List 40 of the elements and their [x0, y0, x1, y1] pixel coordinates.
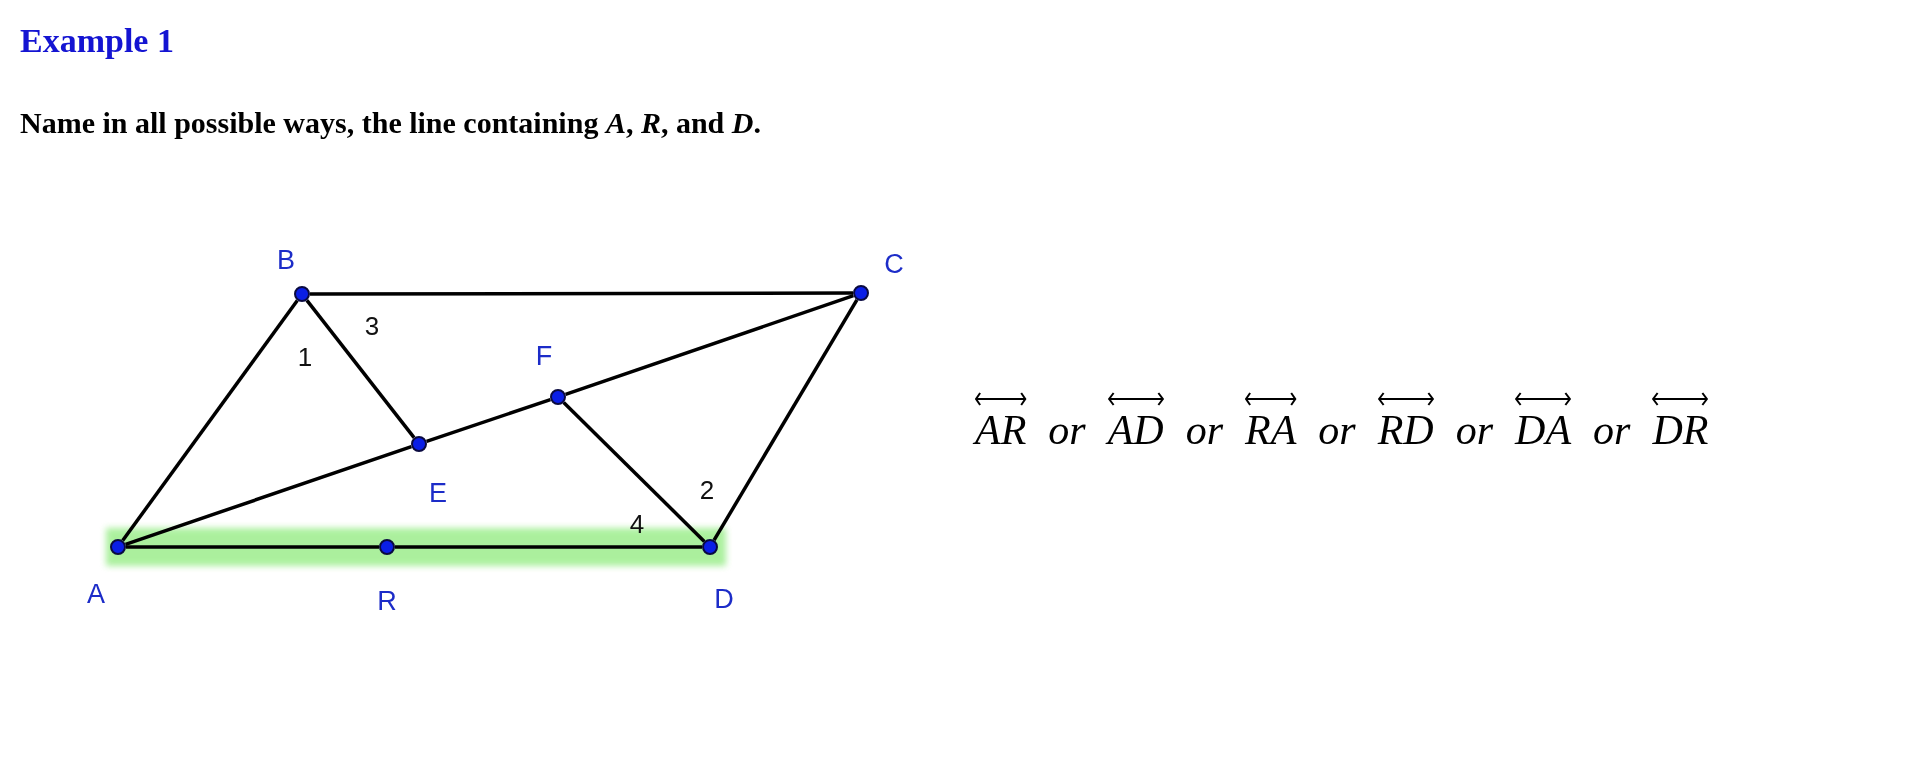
line-name: RA: [1245, 407, 1297, 453]
line-name: DR: [1652, 407, 1709, 453]
line-segment: [121, 299, 299, 542]
angle-number: 4: [629, 511, 645, 537]
point: [110, 539, 126, 555]
word: or: [1185, 406, 1224, 454]
angle-number: 3: [364, 313, 380, 339]
point-label: D: [714, 585, 734, 613]
point-label: C: [884, 250, 904, 278]
line-segment: [125, 444, 412, 547]
point: [294, 286, 310, 302]
line-segment: [126, 545, 379, 549]
point: [550, 389, 566, 405]
point: [702, 539, 718, 555]
word: or: [1048, 406, 1086, 454]
point-label: F: [535, 342, 553, 370]
angle-number: 2: [699, 477, 715, 503]
point: [411, 436, 427, 452]
angle-number: 1: [297, 344, 313, 370]
line-segment: [562, 401, 706, 543]
line-segment: [310, 291, 853, 296]
line-segment: [565, 293, 854, 397]
line-segment: [426, 397, 551, 444]
word: or: [1318, 406, 1356, 454]
line-segment: [395, 545, 702, 549]
word: or: [1593, 406, 1631, 454]
word: or: [1455, 406, 1494, 454]
line-segment: [305, 299, 416, 439]
point-label: A: [87, 580, 105, 608]
line-name: AD: [1107, 407, 1164, 453]
line-name: DA: [1515, 407, 1572, 453]
point: [853, 285, 869, 301]
line-name: RD: [1377, 407, 1434, 453]
heading: Example 1: [20, 22, 174, 60]
point-label: B: [277, 246, 295, 274]
point-label: E: [429, 479, 447, 507]
point-label: R: [377, 587, 397, 615]
line-segment: [712, 299, 859, 541]
point: [379, 539, 395, 555]
question-text: Name in all possible ways, the line containing A, R, and D.: [20, 106, 761, 140]
